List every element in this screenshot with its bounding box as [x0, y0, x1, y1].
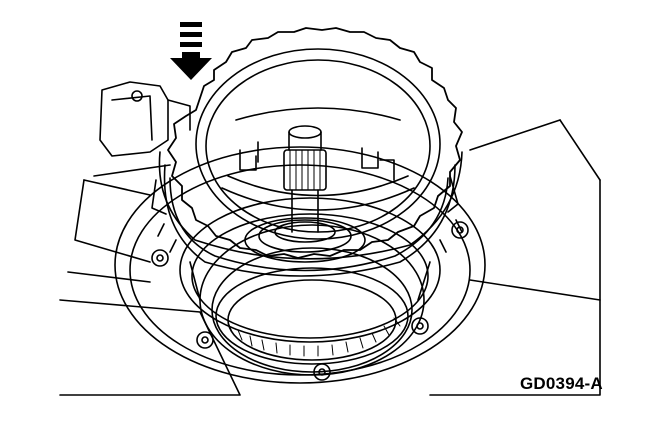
ring-gear — [215, 267, 409, 365]
down-arrow-icon — [170, 22, 212, 80]
clutch-plate-stack — [151, 151, 463, 277]
case-bolt-bosses — [151, 221, 469, 381]
figure-code-label: GD0394-A — [520, 374, 603, 393]
input-shaft — [244, 125, 366, 263]
lower-hub — [179, 197, 441, 343]
transmission-case — [59, 119, 601, 396]
case-mounting-bracket — [99, 81, 191, 157]
